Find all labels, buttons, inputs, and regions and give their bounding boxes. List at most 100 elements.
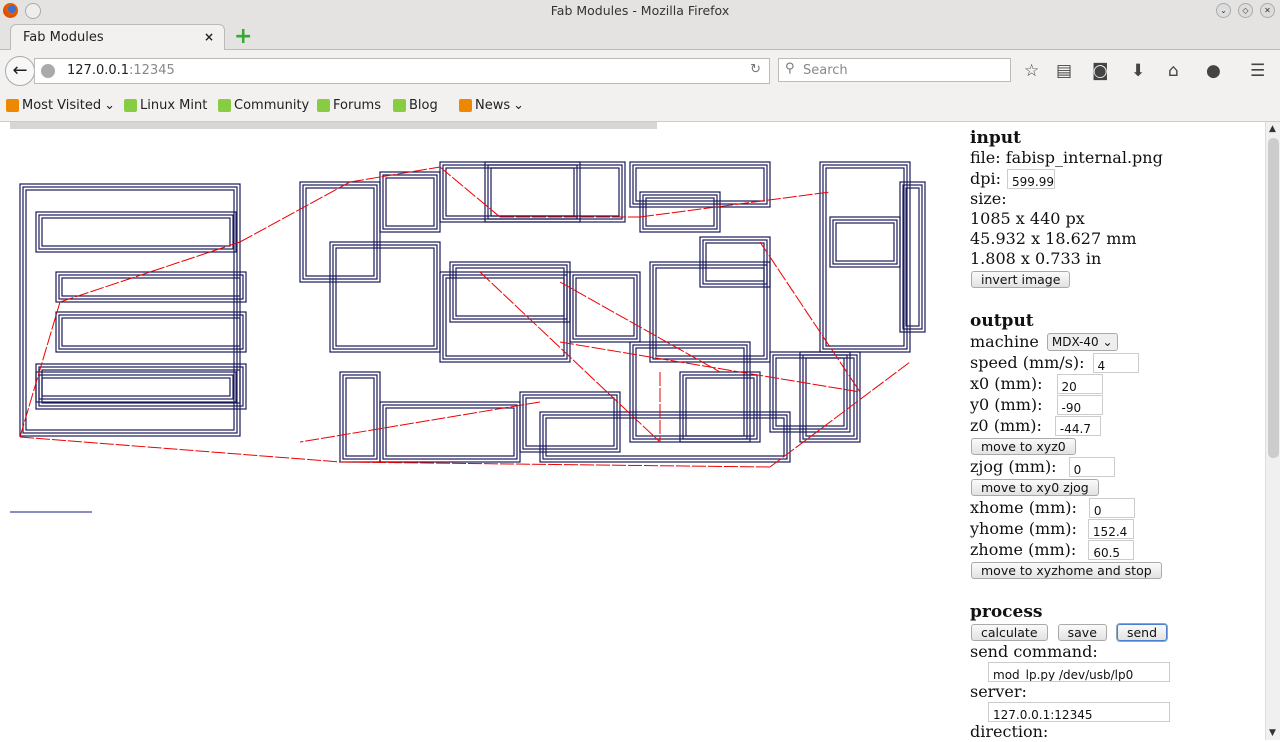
scroll-down-icon[interactable]: ▼ (1269, 728, 1276, 738)
download-icon[interactable]: ⬇ (1131, 61, 1146, 81)
toolpath-contour (439, 161, 581, 223)
toolpath-contour (649, 261, 771, 363)
toolpath-contour (832, 219, 898, 265)
pocket-icon[interactable]: ◙ (1092, 61, 1109, 81)
toolpath-contour (41, 377, 231, 397)
move-to-xy0-zjog-button[interactable]: move to xy0 zjog (971, 479, 1099, 496)
zhome-input[interactable]: 60.5 (1088, 539, 1135, 560)
toolpath-contour (652, 264, 768, 360)
yhome-input[interactable]: 152.4 (1087, 518, 1134, 539)
toolpath-canvas (10, 161, 926, 513)
send-button[interactable]: send (1116, 624, 1168, 641)
move-to-xyzhome-button[interactable]: move to xyzhome and stop (971, 562, 1162, 579)
firefox-logo-icon (3, 3, 18, 18)
toolpath-contour (772, 354, 848, 430)
toolpath-contour (55, 311, 247, 353)
scrollbar-thumb[interactable] (1268, 138, 1279, 458)
toolpath-contour (572, 274, 638, 340)
toolpath-contour (639, 191, 721, 233)
navigation-bar: ← 127.0.0.1:12345↻ ⚲Search ☆ ▤ ◙ ⬇ ⌂ ● ☰ (0, 50, 1280, 92)
xhome-label: xhome (mm): (970, 497, 1077, 517)
save-button[interactable]: save (1057, 624, 1107, 641)
bookmark-news[interactable]: News⌄ (459, 98, 524, 113)
server-input[interactable]: 127.0.0.1:12345 (988, 702, 1170, 722)
invert-image-button[interactable]: invert image (971, 271, 1071, 288)
toolpath-move (239, 181, 351, 243)
bookmark-community[interactable]: Community (218, 98, 309, 113)
toolpath-contour (58, 274, 244, 300)
chat-icon[interactable]: ● (1206, 61, 1221, 81)
mint-icon (218, 99, 231, 112)
page-content: input file: fabisp_internal.png dpi:599.… (0, 122, 1265, 741)
search-input[interactable]: ⚲Search (778, 58, 1011, 82)
toolpath-contour (902, 184, 923, 330)
send-command-label: send command: (970, 642, 1098, 661)
toolpath-contour (439, 271, 571, 363)
toolpath-contour (545, 417, 785, 457)
mint-icon (317, 99, 330, 112)
bookmarks-toolbar: Most Visited⌄ Linux Mint Community Forum… (0, 92, 1280, 122)
xhome-input[interactable]: 0 (1088, 497, 1135, 518)
toolpath-contour (382, 404, 518, 460)
x0-input[interactable]: 20 (1056, 373, 1103, 394)
bookmark-forums[interactable]: Forums (317, 98, 381, 113)
toolpath-contour (305, 187, 375, 277)
toolpath-contour (19, 183, 241, 437)
toolpath-contour (519, 391, 621, 453)
zjog-input[interactable]: 0 (1068, 456, 1115, 477)
toolpath-contour (575, 277, 635, 337)
folder-icon (6, 99, 19, 112)
bookmark-star-icon[interactable]: ☆ (1024, 61, 1040, 81)
url-bar[interactable]: 127.0.0.1:12345↻ (34, 58, 770, 84)
toolpath-contour (705, 242, 765, 282)
toolpath-contour (302, 184, 378, 280)
bookmark-blog[interactable]: Blog (393, 98, 438, 113)
machine-label: machine (970, 331, 1039, 351)
minimize-button[interactable]: ⌄ (1216, 3, 1231, 18)
window-title: Fab Modules - Mozilla Firefox (550, 3, 730, 18)
toolpath-move (769, 361, 911, 468)
output-heading: output (970, 311, 1034, 331)
toolpath-contour (382, 174, 438, 230)
window-menu-button[interactable] (25, 3, 41, 19)
machine-select[interactable]: MDX-40 ⌄ (1046, 332, 1118, 351)
toolpath-contour (55, 271, 247, 303)
home-icon[interactable]: ⌂ (1168, 61, 1179, 81)
toolpath-contour (487, 164, 623, 220)
url-host: 127.0.0.1 (67, 63, 130, 78)
close-window-button[interactable]: ✕ (1260, 3, 1275, 18)
bookmark-label: Most Visited (22, 98, 102, 113)
bookmark-most-visited[interactable]: Most Visited⌄ (6, 98, 115, 113)
move-to-xyz0-button[interactable]: move to xyz0 (971, 438, 1076, 455)
dpi-input[interactable]: 599.99 (1007, 168, 1055, 189)
toolpath-contour (775, 357, 845, 427)
direction-label: direction: (970, 722, 1049, 741)
new-tab-button[interactable]: + (234, 24, 253, 49)
tab-close-icon[interactable]: × (203, 30, 214, 44)
toolpath-contour (632, 164, 768, 205)
toolpath-move (559, 281, 721, 373)
search-placeholder: Search (803, 63, 848, 78)
bookmark-label: Community (234, 98, 310, 113)
bookmark-linux-mint[interactable]: Linux Mint (124, 98, 207, 113)
file-name: file: fabisp_internal.png (970, 148, 1163, 167)
speed-input[interactable]: 4 (1092, 352, 1139, 373)
tab-fab-modules[interactable]: Fab Modules× (10, 24, 225, 51)
bookmark-label: Forums (333, 98, 381, 113)
toolpath-move (759, 241, 861, 393)
back-button[interactable]: ← (5, 56, 35, 86)
toolpath-contour (645, 197, 715, 227)
calculate-button[interactable]: calculate (971, 624, 1048, 641)
reload-icon[interactable]: ↻ (750, 62, 761, 77)
y0-input[interactable]: -90 (1056, 394, 1103, 415)
toolpath-move (339, 461, 771, 468)
menu-icon[interactable]: ☰ (1250, 61, 1266, 81)
maximize-button[interactable]: ◇ (1238, 3, 1253, 18)
send-command-input[interactable]: mod_lp.py /dev/usb/lp0 (988, 662, 1170, 682)
scroll-up-icon[interactable]: ▲ (1269, 124, 1276, 134)
toolpath-contour (635, 347, 745, 437)
vertical-scrollbar[interactable]: ▲▼ (1265, 122, 1280, 740)
z0-input[interactable]: -44.7 (1054, 415, 1101, 436)
toolpath-contour (442, 164, 578, 220)
reading-list-icon[interactable]: ▤ (1056, 61, 1073, 81)
